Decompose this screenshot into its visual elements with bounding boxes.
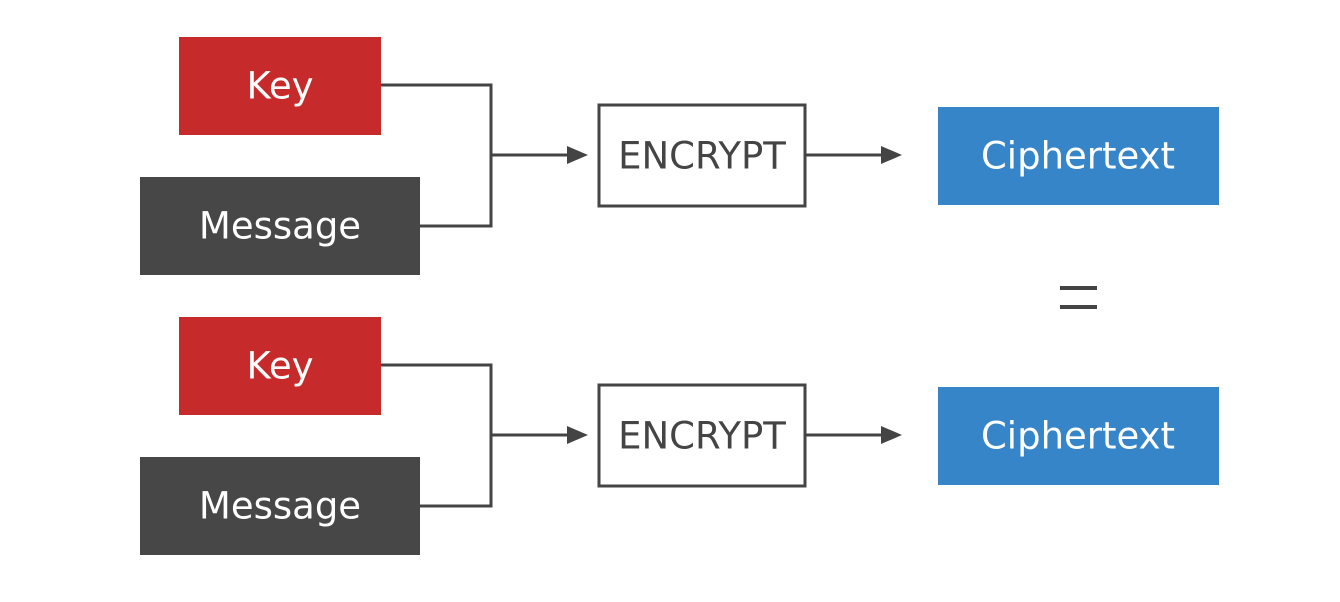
key-connector bbox=[381, 83, 493, 155]
encrypt-box bbox=[597, 383, 807, 488]
join-arrow-head bbox=[567, 146, 588, 164]
equals-symbol: = bbox=[1078, 297, 1079, 299]
key-connector bbox=[381, 363, 493, 435]
ciphertext-box bbox=[938, 107, 1219, 205]
message-box bbox=[140, 457, 420, 555]
equals-sign: = bbox=[1060, 286, 1097, 309]
key-label: Key bbox=[246, 65, 313, 108]
message-connector bbox=[420, 155, 493, 228]
join-arrow-head bbox=[567, 426, 588, 444]
encrypt-box bbox=[597, 103, 807, 208]
message-label: Message bbox=[199, 485, 361, 528]
message-box bbox=[140, 177, 420, 275]
row-1: Key Message ENCRYPT Ciphertext bbox=[140, 37, 1219, 275]
encrypt-label: ENCRYPT bbox=[618, 415, 786, 458]
key-box bbox=[179, 37, 381, 135]
key-box bbox=[179, 317, 381, 415]
ciphertext-label: Ciphertext bbox=[981, 415, 1175, 458]
output-arrow-head bbox=[881, 146, 902, 164]
message-connector bbox=[420, 435, 493, 508]
ciphertext-label: Ciphertext bbox=[981, 135, 1175, 178]
row-2: Key Message ENCRYPT Ciphertext bbox=[140, 317, 1219, 555]
key-label: Key bbox=[246, 345, 313, 388]
encrypt-label: ENCRYPT bbox=[618, 135, 786, 178]
ciphertext-box bbox=[938, 387, 1219, 485]
output-arrow-head bbox=[881, 426, 902, 444]
message-label: Message bbox=[199, 205, 361, 248]
